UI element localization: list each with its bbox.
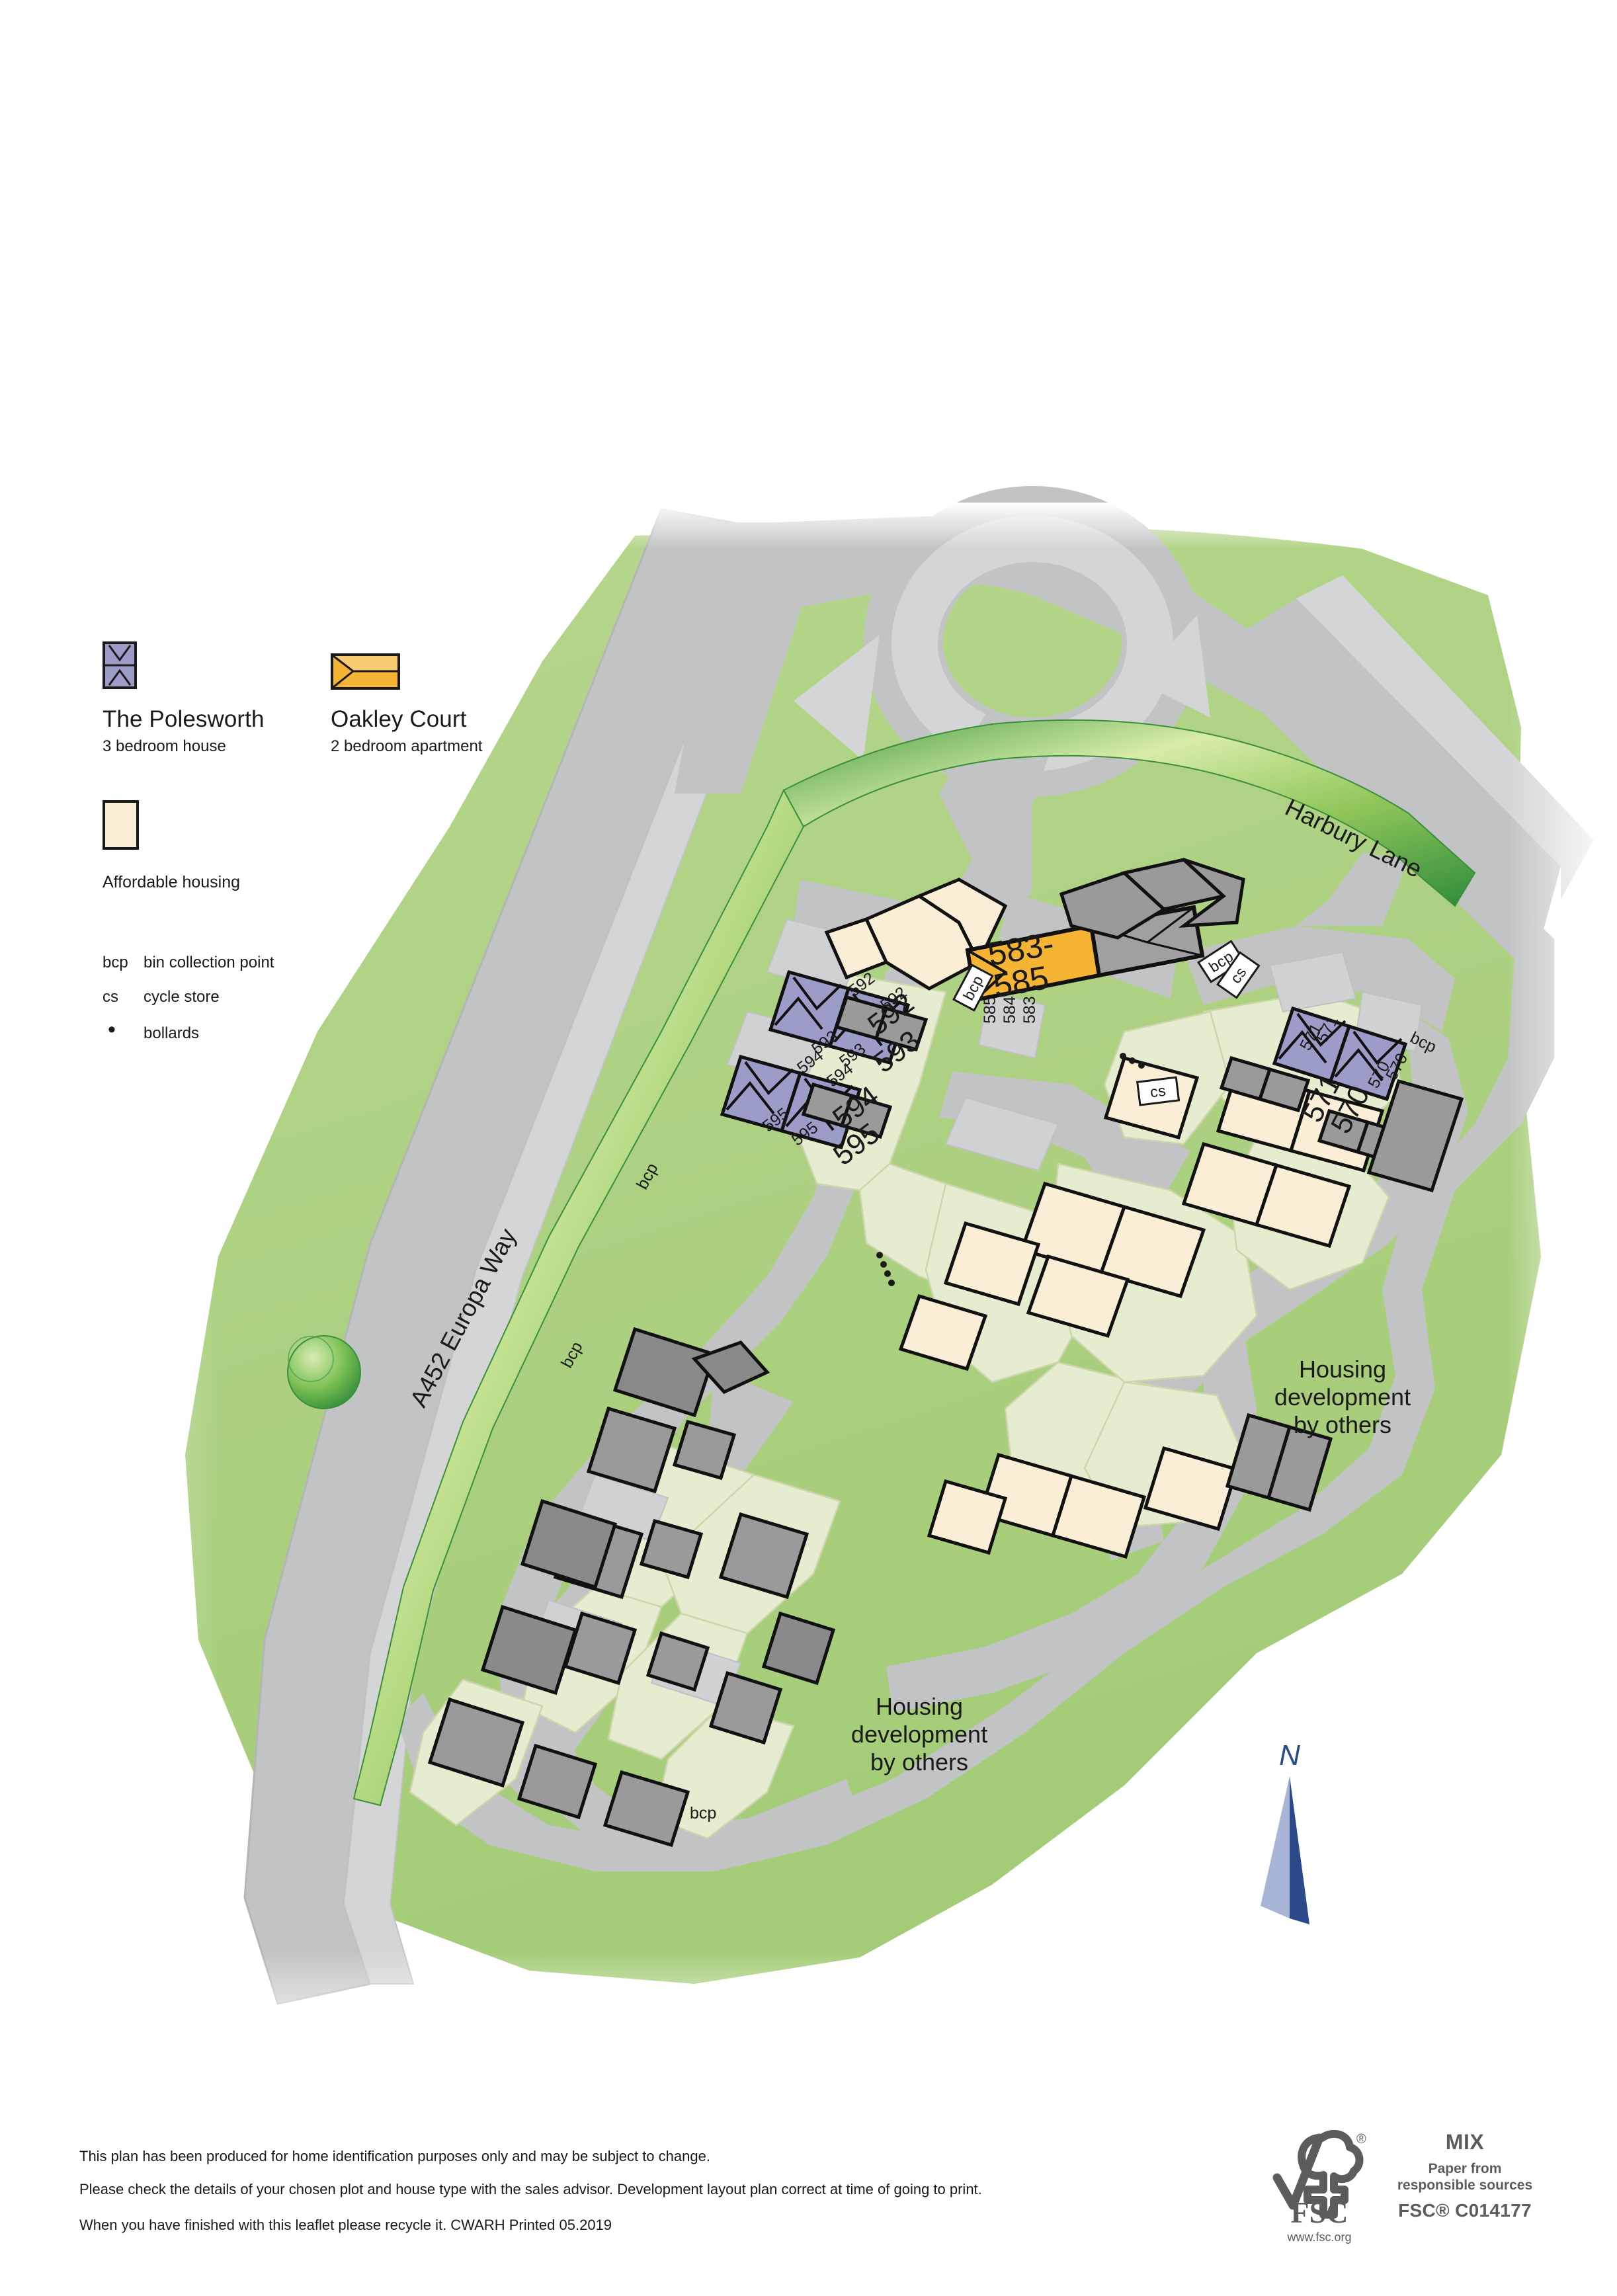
hdo-right-line-1: Housing bbox=[1298, 1356, 1387, 1383]
fsc-text-block: MIX Paper from responsible sources FSC® … bbox=[1382, 2130, 1548, 2221]
affordable-swatch-icon bbox=[103, 800, 139, 850]
affordable-label: Affordable housing bbox=[103, 873, 241, 891]
oakley-title: Oakley Court bbox=[331, 706, 467, 732]
fsc-wordmark: FSC bbox=[1291, 2195, 1348, 2225]
hdo-bottom-line-3: by others bbox=[870, 1748, 969, 1776]
footer-disclaimer: This plan has been produced for home ide… bbox=[79, 2149, 1204, 2251]
oakley-subtitle: 2 bedroom apartment bbox=[331, 737, 483, 755]
hdo-right-line-2: development bbox=[1274, 1383, 1411, 1411]
polesworth-swatch-icon bbox=[103, 641, 137, 689]
fsc-url: www.fsc.org bbox=[1287, 2231, 1352, 2244]
tree-specimen bbox=[287, 1335, 361, 1409]
buildings-grey-dark bbox=[480, 1327, 836, 1696]
hedgerow-harbury bbox=[782, 719, 1476, 907]
annotation-housing-development-right: Housing development by others bbox=[1274, 1356, 1411, 1438]
fsc-certification: ® FSC www.fsc.org MIX Paper from respons… bbox=[1266, 2126, 1544, 2252]
north-arrow: N bbox=[1243, 1739, 1336, 1924]
fsc-mix-label: MIX bbox=[1445, 2130, 1485, 2154]
hdo-bottom-line-1: Housing bbox=[875, 1693, 964, 1720]
bcp-marker: bcp bbox=[690, 1804, 717, 1823]
abbr-cs-key: cs bbox=[103, 988, 118, 1006]
svg-text:®: ® bbox=[1356, 2132, 1366, 2147]
buildings-grey bbox=[427, 858, 1464, 1848]
cs-marker: cs bbox=[1136, 1076, 1181, 1106]
bollard-dot-icon: • bbox=[108, 1017, 116, 1042]
abbr-bcp-value: bin collection point bbox=[144, 954, 274, 971]
plot-number-small-583: 583 bbox=[1020, 996, 1039, 1024]
footer-line-3: When you have finished with this leaflet… bbox=[79, 2217, 612, 2233]
north-arrow-needle bbox=[1261, 1776, 1309, 1924]
footer-line-2: Please check the details of your chosen … bbox=[79, 2181, 982, 2197]
fsc-tree-checkmark-icon: ® FSC bbox=[1266, 2126, 1372, 2248]
plot-number-small-585: 585 bbox=[981, 996, 999, 1024]
hedgerow-a452 bbox=[352, 788, 805, 1807]
plot-number-small-584: 584 bbox=[1001, 996, 1019, 1024]
polesworth-title: The Polesworth bbox=[103, 706, 265, 732]
fsc-desc-line-1: Paper from bbox=[1428, 2161, 1502, 2176]
abbr-bollards-value: bollards bbox=[144, 1024, 200, 1042]
highlighted-plot-label: 583- 585 bbox=[985, 925, 1062, 1005]
hdo-bottom-line-2: development bbox=[850, 1720, 988, 1748]
oakley-swatch-icon bbox=[331, 653, 400, 690]
fsc-code: FSC® C014177 bbox=[1398, 2200, 1532, 2221]
polesworth-subtitle: 3 bedroom house bbox=[103, 737, 226, 755]
annotation-housing-development-bottom: Housing development by others bbox=[851, 1693, 987, 1776]
abbr-bcp-key: bcp bbox=[103, 954, 128, 971]
hdo-right-line-3: by others bbox=[1293, 1411, 1392, 1438]
abbr-cs-value: cycle store bbox=[144, 988, 220, 1006]
fsc-desc-line-2: responsible sources bbox=[1397, 2178, 1533, 2194]
north-arrow-label: N bbox=[1279, 1739, 1300, 1772]
footer-line-1: This plan has been produced for home ide… bbox=[79, 2148, 710, 2164]
bollards bbox=[876, 1053, 1145, 1286]
